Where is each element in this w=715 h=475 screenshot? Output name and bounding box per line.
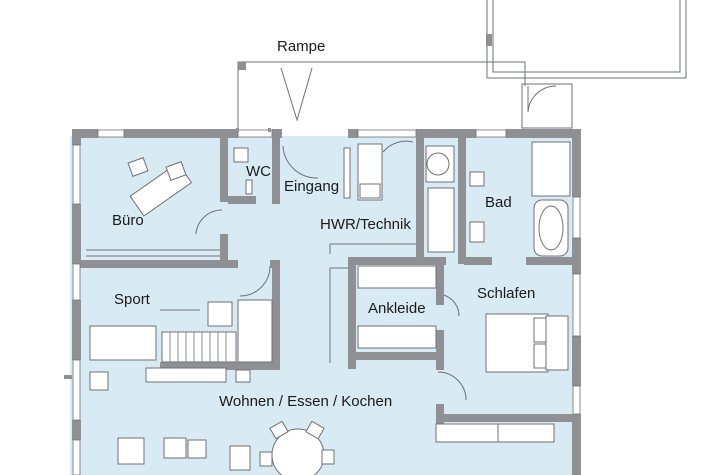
- office-chair: [127, 157, 149, 177]
- shower: [531, 141, 571, 197]
- column-block: [229, 445, 251, 471]
- bad-wc: [469, 171, 485, 187]
- tech-unit: [427, 187, 455, 253]
- wc-bowl: [233, 147, 249, 163]
- sideboard: [89, 371, 109, 391]
- side-entrance: [521, 83, 573, 129]
- stair-turn: [237, 299, 273, 363]
- armchair: [117, 437, 145, 465]
- ramp: [237, 61, 526, 132]
- sport-box: [207, 301, 233, 327]
- wall-marks: [64, 128, 271, 379]
- label-eingang: Eingang: [284, 178, 340, 195]
- wc-sink: [245, 179, 253, 195]
- wardrobe-bottom: [357, 325, 437, 349]
- shelf: [343, 147, 351, 199]
- label-hwr-technik: HWR/Technik: [320, 216, 411, 233]
- wardrobe-top: [357, 265, 437, 289]
- label-bad: Bad: [485, 194, 512, 211]
- label-ankleide: Ankleide: [368, 300, 426, 317]
- furniture: [89, 141, 571, 475]
- label-schlafen: Schlafen: [477, 285, 536, 302]
- stairs: [161, 331, 237, 363]
- label-sport: Sport: [114, 291, 150, 308]
- label-buero: Büro: [112, 212, 144, 229]
- label-rampe: Rampe: [277, 38, 326, 55]
- garage-outline: [486, 0, 687, 79]
- label-wc: WC: [246, 163, 271, 180]
- kitchen-counter: [145, 367, 227, 383]
- side-table: [163, 437, 187, 459]
- walls: [72, 129, 581, 475]
- label-wohnen: Wohnen / Essen / Kochen: [219, 393, 393, 410]
- kitchen-row: [435, 423, 499, 443]
- side-windows: [72, 144, 581, 475]
- office-chair: [165, 161, 187, 181]
- top-windows: [97, 129, 507, 138]
- bad-sink: [469, 221, 485, 243]
- interior-lines: [86, 140, 467, 401]
- sport-mat: [89, 325, 157, 361]
- wardrobe-schlafen: [545, 315, 569, 371]
